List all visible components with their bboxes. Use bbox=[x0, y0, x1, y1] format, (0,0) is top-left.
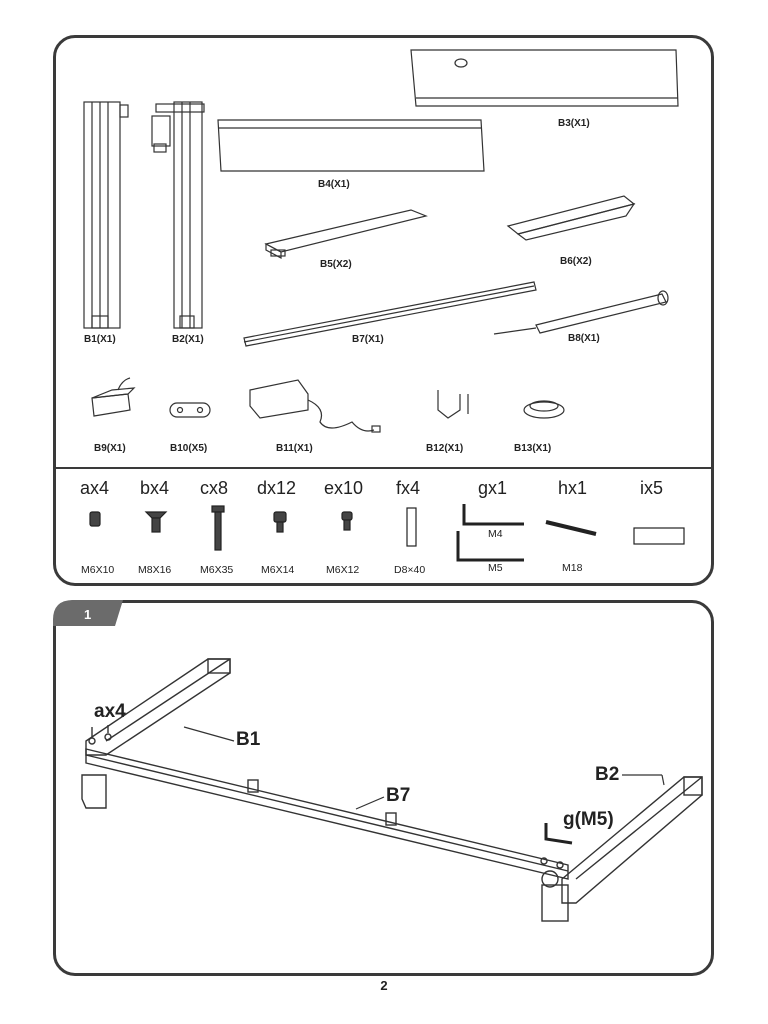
bracket-b5-drawing bbox=[264, 209, 428, 259]
parts-illustrations bbox=[83, 49, 685, 562]
callout-ax4: ax4 bbox=[94, 701, 126, 722]
part-label-b8: B8(X1) bbox=[568, 333, 600, 344]
hardware-code-c: cx8 bbox=[200, 478, 229, 498]
hardware-code-h: hx1 bbox=[558, 478, 588, 498]
screw-markers bbox=[88, 725, 564, 869]
step-1-drawing bbox=[81, 658, 703, 922]
hardware-size-g-bottom: M5 bbox=[488, 562, 503, 574]
hardware-code-f: fx4 bbox=[396, 478, 421, 498]
hardware-size-e: M6X12 bbox=[326, 564, 360, 576]
rod-b8-drawing bbox=[493, 290, 669, 335]
hardware-code-b: bx4 bbox=[140, 478, 170, 498]
bracket-b6-drawing bbox=[506, 195, 636, 241]
parts-hardware-divider bbox=[56, 467, 711, 469]
hardware-size-f: D8×40 bbox=[394, 564, 426, 576]
control-box-b9-drawing bbox=[91, 377, 136, 417]
step-badge-shape bbox=[53, 600, 123, 626]
hardware-size-d: M6X14 bbox=[261, 564, 295, 576]
hardware-code-a: ax4 bbox=[80, 478, 110, 498]
grommet-b13-drawing bbox=[523, 400, 565, 419]
part-label-b1: B1(X1) bbox=[84, 334, 116, 345]
part-label-b11: B11(X1) bbox=[276, 443, 313, 454]
page-number: 2 bbox=[380, 978, 388, 993]
part-label-b9: B9(X1) bbox=[94, 443, 126, 454]
rail-b2-drawing bbox=[541, 776, 703, 922]
hardware-code-e: ex10 bbox=[324, 478, 364, 498]
part-label-b12: B12(X1) bbox=[426, 443, 464, 454]
leader-lines bbox=[183, 726, 665, 810]
hardware-size-b: M8X16 bbox=[138, 564, 172, 576]
crossbar-b7-step-drawing bbox=[85, 748, 569, 880]
callout-b7: B7 bbox=[386, 785, 411, 806]
part-label-b7: B7(X1) bbox=[352, 334, 384, 345]
leg-b2-drawing bbox=[151, 101, 205, 329]
part-label-b13: B13(X1) bbox=[514, 443, 552, 454]
callout-g-m5: g(M5) bbox=[563, 809, 614, 830]
plate-b10-drawing bbox=[169, 402, 211, 418]
hook-b12-drawing bbox=[437, 390, 469, 419]
part-label-b2: B2(X1) bbox=[172, 334, 204, 345]
callout-b2: B2 bbox=[595, 764, 620, 785]
hardware-size-c: M6X35 bbox=[200, 564, 234, 576]
adapter-b11-drawing bbox=[249, 379, 381, 433]
part-label-b3: B3(X1) bbox=[558, 118, 590, 129]
hardware-size-h: M18 bbox=[562, 562, 583, 574]
step-1-panel: 1 bbox=[53, 600, 714, 976]
hardware-code-i: ix5 bbox=[640, 478, 664, 498]
panel-b3-drawing bbox=[410, 49, 679, 107]
hardware-drawings bbox=[89, 504, 685, 562]
panel-b4-drawing bbox=[217, 119, 485, 172]
crossbar-b7-drawing bbox=[243, 281, 537, 347]
part-label-b6: B6(X2) bbox=[560, 256, 592, 267]
hardware-code-d: dx12 bbox=[257, 478, 297, 498]
part-label-b4: B4(X1) bbox=[318, 179, 350, 190]
callout-b1: B1 bbox=[236, 729, 261, 750]
hardware-code-g: gx1 bbox=[478, 478, 508, 498]
part-label-b5: B5(X2) bbox=[320, 259, 352, 270]
hardware-size-g-top: M4 bbox=[488, 528, 503, 540]
allen-key-drawing bbox=[544, 823, 573, 845]
hardware-size-a: M6X10 bbox=[81, 564, 115, 576]
leg-b1-drawing bbox=[83, 101, 129, 329]
step-number: 1 bbox=[84, 607, 92, 622]
part-label-b10: B10(X5) bbox=[170, 443, 208, 454]
parts-list-panel: B1(X1) B2(X1) B3(X1) B4(X1) B5(X2) B6(X2… bbox=[53, 35, 714, 586]
